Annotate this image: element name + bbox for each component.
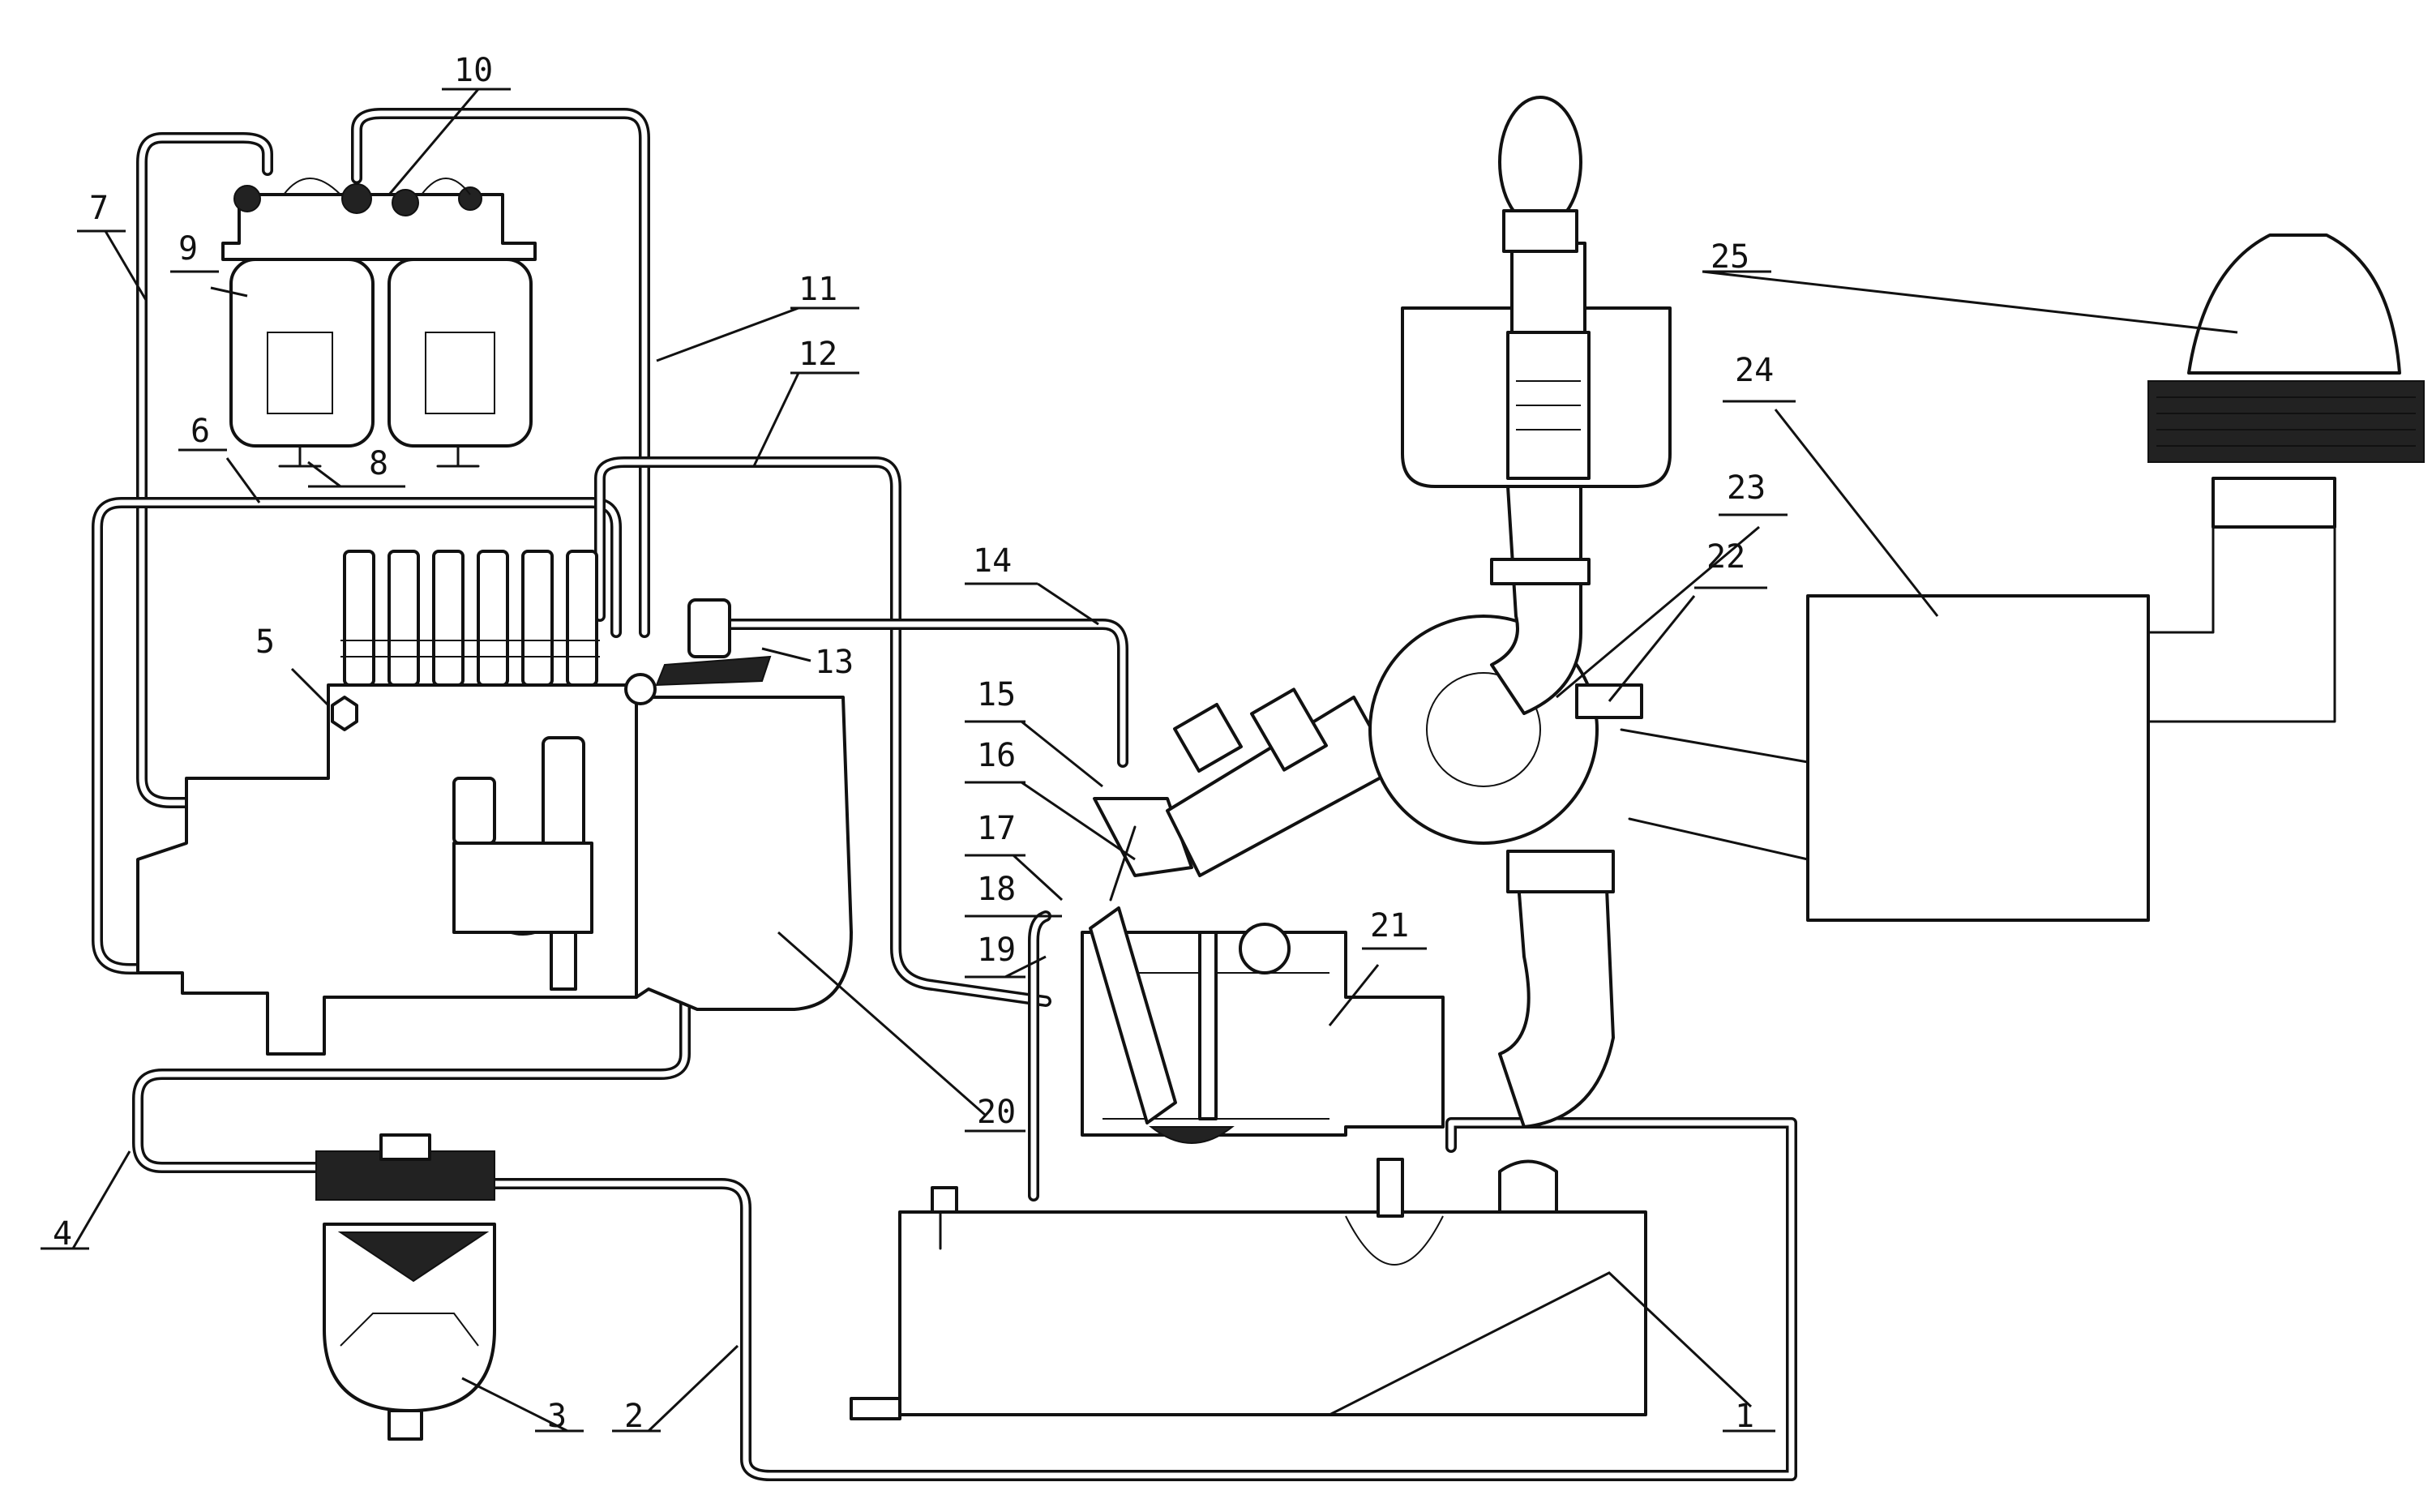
callout-14: 14 [973,542,1012,580]
tank-body [898,1210,1647,1416]
filter-head-bracket [221,193,537,261]
injector-19 [1089,906,1177,1124]
air-intake-cap [1498,96,1582,229]
coarse-fuel-filter [315,1133,496,1441]
callout-20: 20 [977,1094,1016,1131]
pump-plug [331,696,358,731]
callout-3: 3 [547,1398,567,1435]
callout-21: 21 [1370,907,1409,944]
callout-5: 5 [255,623,275,661]
callout-7: 7 [89,190,109,227]
callout-25: 25 [1711,238,1749,276]
fuel-tank [850,1158,1647,1420]
callout-18: 18 [977,871,1016,908]
callout-8: 8 [369,445,388,482]
callout-9: 9 [178,230,198,268]
callout-23: 23 [1727,469,1766,507]
callout-22: 22 [1706,538,1745,576]
governor-housing [635,696,853,1011]
callout-10: 10 [454,52,493,89]
silencer-box [1806,594,2150,922]
silencer-assembly [1575,233,2425,922]
callout-11: 11 [799,271,837,308]
callout-24: 24 [1735,352,1774,389]
callout-1: 1 [1735,1398,1754,1435]
callout-15: 15 [977,676,1016,713]
fuel-filter-right [387,258,533,448]
engine-chamber [1081,797,1445,1144]
callout-2: 2 [624,1398,644,1435]
callout-13: 13 [815,644,854,681]
callout-6: 6 [191,413,210,450]
air-precleaner [2187,233,2401,375]
callout-19: 19 [977,932,1016,969]
fitting-13 [687,598,731,658]
filler-cap [1498,1159,1558,1214]
callout-16: 16 [977,737,1016,774]
fine-fuel-filters [221,178,537,468]
callout-4: 4 [53,1215,72,1253]
callouts: 1 2 3 4 5 6 7 8 9 10 11 12 13 14 15 16 1… [41,52,1796,1435]
air-intake-system [1166,96,1672,1129]
fuel-filter-left [229,258,375,448]
injection-pump [136,550,853,1056]
callout-17: 17 [977,810,1016,847]
callout-12: 12 [799,336,837,373]
leader-lines [71,88,2238,1433]
pump-body [136,683,638,1056]
delivery-valves [340,550,600,687]
